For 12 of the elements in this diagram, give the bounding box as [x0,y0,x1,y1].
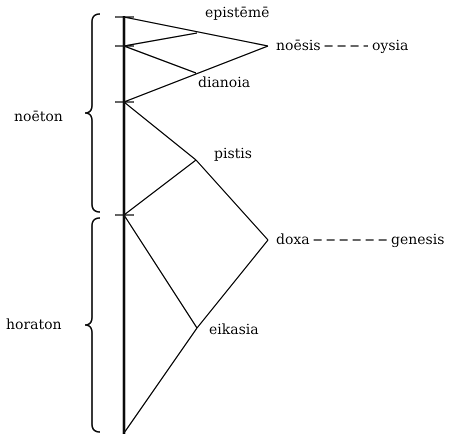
term-label: doxa [276,231,310,249]
term-label: genesis [391,231,444,249]
dashed-connector [324,45,368,47]
dashed-connector [314,239,387,241]
section-label: horaton [6,316,62,334]
term-label: epistēmē [205,4,270,22]
term-label: dianoia [198,74,250,92]
term-label: oysia [372,37,408,55]
section-label: noēton [14,108,63,126]
term-label: pistis [214,145,252,163]
term-label: noēsis [276,37,321,55]
term-label: eikasia [209,321,259,339]
